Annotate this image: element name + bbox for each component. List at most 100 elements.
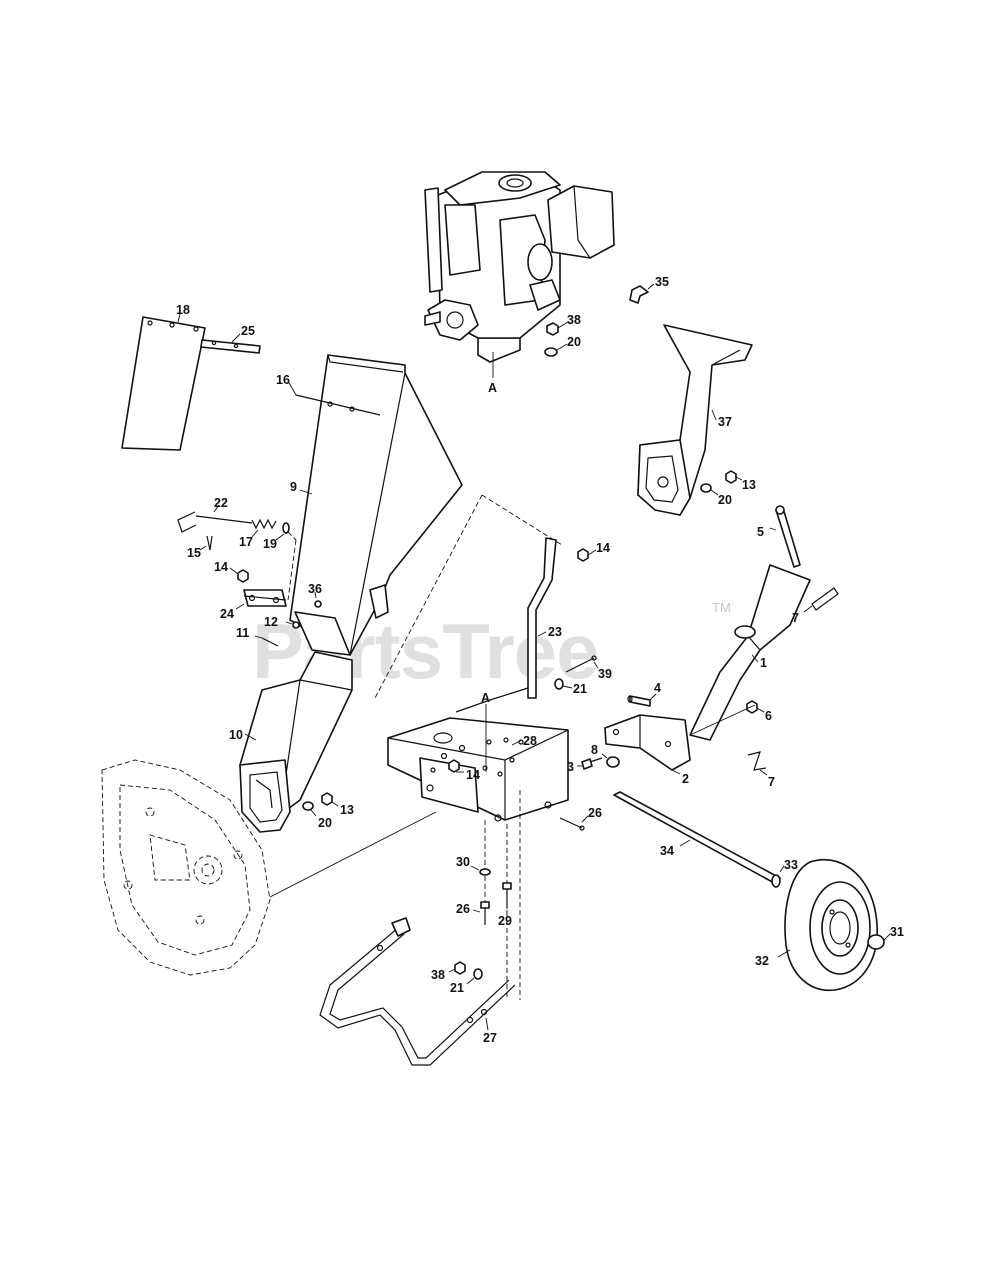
leg-nut-38b[interactable] <box>454 961 466 975</box>
latch-rod-22[interactable] <box>177 511 253 533</box>
chute-nut-13b[interactable] <box>725 470 737 484</box>
callout-32: 32 <box>755 954 769 968</box>
handle-washer-21a[interactable] <box>554 678 564 690</box>
engine-assembly[interactable] <box>424 171 615 363</box>
callout-12: 12 <box>264 615 278 629</box>
callout-21b: 21 <box>450 981 464 995</box>
callout-18: 18 <box>176 303 190 317</box>
callout-16: 16 <box>276 373 290 387</box>
callout-33: 33 <box>784 858 798 872</box>
callout-38a: 38 <box>567 313 581 327</box>
lower-hopper-nut-13a[interactable] <box>321 792 333 806</box>
callout-20b: 20 <box>718 493 732 507</box>
handle-pin-5[interactable] <box>775 505 801 568</box>
latch-spring-17[interactable] <box>251 518 277 530</box>
callout-11: 11 <box>236 626 249 640</box>
callout-5: 5 <box>757 525 764 539</box>
latch-bracket-24[interactable] <box>243 589 287 607</box>
callout-25: 25 <box>241 324 255 338</box>
wheel-32[interactable] <box>784 858 878 992</box>
callout-22: 22 <box>214 496 228 510</box>
callout-39: 39 <box>598 667 612 681</box>
callout-23: 23 <box>548 625 562 639</box>
discharge-chute-37[interactable] <box>637 324 753 516</box>
callout-7b: 7 <box>768 775 775 789</box>
callout-17: 17 <box>239 535 253 549</box>
watermark-trademark: TM <box>712 600 731 615</box>
callout-15: 15 <box>187 546 201 560</box>
callout-4: 4 <box>654 681 661 695</box>
support-leg-27[interactable] <box>319 917 516 1066</box>
engine-nut-38[interactable] <box>546 322 559 336</box>
callout-2: 2 <box>682 772 689 786</box>
callout-28: 28 <box>523 734 537 748</box>
hopper-bolt-12[interactable] <box>292 621 300 629</box>
upper-hopper-9[interactable] <box>289 354 463 656</box>
callout-engine-ref-a-bottom: A <box>481 691 490 705</box>
handle-bolt-39[interactable] <box>565 655 597 673</box>
callout-36: 36 <box>308 582 322 596</box>
callout-34: 34 <box>660 844 674 858</box>
callout-27: 27 <box>483 1031 497 1045</box>
frame-washer-30[interactable] <box>479 868 491 876</box>
callout-19: 19 <box>263 537 277 551</box>
callout-14a: 14 <box>214 560 228 574</box>
hopper-bolt-36[interactable] <box>314 600 322 608</box>
callout-9: 9 <box>290 480 297 494</box>
hub-cap-31[interactable] <box>867 934 885 950</box>
engine-washer-20[interactable] <box>544 347 558 357</box>
callout-engine-ref-a-top: A <box>488 381 497 395</box>
tow-handle-1[interactable] <box>689 564 811 741</box>
axle-end-33[interactable] <box>771 874 781 888</box>
handle-tube-23[interactable] <box>455 537 557 713</box>
rubber-flap-18[interactable] <box>121 316 206 451</box>
callout-31: 31 <box>890 925 904 939</box>
lower-hopper-10[interactable] <box>239 651 353 833</box>
axle-34[interactable] <box>613 791 781 885</box>
cotter-pin-15[interactable] <box>206 535 213 551</box>
callout-20a: 20 <box>567 335 581 349</box>
callout-35: 35 <box>655 275 669 289</box>
callout-24: 24 <box>220 607 234 621</box>
callout-7a: 7 <box>792 611 799 625</box>
latch-washer-19[interactable] <box>282 522 290 534</box>
clip-7-upper[interactable] <box>811 587 839 611</box>
handle-bolt-3[interactable] <box>581 757 603 770</box>
elbow-fitting-35[interactable] <box>629 285 649 304</box>
washer-8[interactable] <box>606 756 620 768</box>
callout-30: 30 <box>456 855 470 869</box>
leg-washer-21b[interactable] <box>473 968 483 980</box>
callout-29: 29 <box>498 914 512 928</box>
pin-4[interactable] <box>627 695 651 707</box>
callout-26b: 26 <box>456 902 470 916</box>
frame-bolt-26a[interactable] <box>559 817 585 831</box>
callout-6: 6 <box>765 709 772 723</box>
callout-13b: 13 <box>742 478 756 492</box>
callout-37: 37 <box>718 415 732 429</box>
handle-nut-14b[interactable] <box>577 548 589 562</box>
callout-13a: 13 <box>340 803 354 817</box>
chute-washer-20b[interactable] <box>700 483 712 493</box>
callout-8: 8 <box>591 743 598 757</box>
callout-20c: 20 <box>318 816 332 830</box>
clip-7-lower[interactable] <box>747 751 767 771</box>
frame-bolt-29[interactable] <box>502 882 512 908</box>
callout-3: 3 <box>567 760 574 774</box>
hopper-nut-14a[interactable] <box>237 569 249 583</box>
frame-bolt-26b[interactable] <box>480 901 490 925</box>
frame-nut-14c[interactable] <box>448 759 460 773</box>
handle-nut-6[interactable] <box>746 700 758 714</box>
handle-bracket-2[interactable] <box>604 714 691 771</box>
hopper-screws-16[interactable] <box>295 394 381 416</box>
callout-21a: 21 <box>573 682 587 696</box>
callout-10: 10 <box>229 728 243 742</box>
callout-26a: 26 <box>588 806 602 820</box>
callout-1: 1 <box>760 656 767 670</box>
callout-14c: 14 <box>466 768 480 782</box>
lower-hopper-washer-20c[interactable] <box>302 801 314 811</box>
flap-retainer-strip-25[interactable] <box>200 339 261 354</box>
hopper-bolt-11[interactable] <box>261 637 279 647</box>
callout-14b: 14 <box>596 541 610 555</box>
